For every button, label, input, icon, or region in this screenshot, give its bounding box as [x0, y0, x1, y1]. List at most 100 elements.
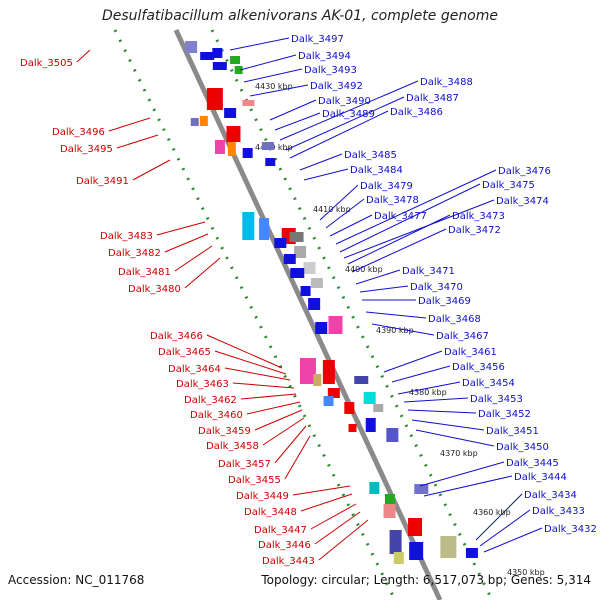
scale-tick-label: 4380 kbp: [409, 388, 447, 397]
gene-feature-forward: [227, 142, 236, 156]
gene-feature-forward: [348, 424, 357, 432]
leader-line: [224, 367, 291, 381]
gene-label-right: Dalk_3445: [506, 458, 559, 469]
gene-feature-reverse: [300, 286, 311, 296]
gene-feature-forward: [206, 88, 223, 110]
gene-label-right: Dalk_3470: [410, 282, 463, 293]
leader-line: [383, 350, 443, 373]
gene-label-left: Dalk_3466: [150, 331, 203, 342]
gene-feature-forward: [322, 360, 335, 384]
gene-feature-reverse: [274, 238, 287, 248]
gene-label-left: Dalk_3495: [60, 144, 113, 155]
leader-line: [415, 429, 495, 447]
leader-line: [300, 493, 353, 512]
gene-feature-reverse: [294, 246, 307, 258]
gene-feature-forward: [199, 116, 208, 126]
gene-label-left: Dalk_3447: [254, 525, 307, 536]
gene-feature-forward: [214, 140, 225, 154]
leader-line: [411, 419, 485, 431]
gene-label-right: Dalk_3453: [470, 394, 523, 405]
gene-feature-reverse: [354, 376, 369, 384]
gene-label-left: Dalk_3480: [128, 284, 181, 295]
gene-label-right: Dalk_3433: [532, 506, 585, 517]
gene-feature-reverse: [440, 536, 457, 558]
gene-label-right: Dalk_3452: [478, 409, 531, 420]
gene-label-right: Dalk_3473: [452, 211, 505, 222]
leader-line: [156, 221, 206, 236]
leader-line: [318, 519, 369, 561]
leader-line: [232, 382, 295, 389]
gene-feature-reverse: [308, 298, 321, 310]
gene-label-right: Dalk_3432: [544, 524, 597, 535]
gene-label-left: Dalk_3464: [168, 364, 221, 375]
gene-label-right: Dalk_3456: [452, 362, 505, 373]
genome-backbone: [173, 28, 443, 600]
leader-line: [391, 365, 451, 383]
gene-label-left: Dalk_3459: [198, 426, 251, 437]
gene-label-right: Dalk_3488: [420, 77, 473, 88]
gene-label-right: Dalk_3484: [350, 165, 403, 176]
gene-feature-forward: [259, 218, 270, 240]
gene-feature-reverse: [212, 48, 223, 58]
gene-feature-forward: [190, 118, 199, 126]
leader-line: [359, 285, 409, 293]
gene-label-left: Dalk_3457: [218, 459, 271, 470]
leader-line: [299, 153, 343, 171]
gene-feature-forward: [185, 41, 198, 53]
leader-line: [164, 233, 209, 253]
leader-line: [206, 334, 283, 369]
gene-feature-reverse: [303, 262, 316, 274]
scale-tick-label: 4350 kbp: [507, 568, 545, 577]
leader-line: [371, 323, 435, 336]
leader-line: [229, 37, 290, 51]
leader-line: [254, 409, 303, 431]
gene-feature-forward: [226, 126, 241, 142]
gene-feature-forward: [408, 518, 423, 536]
gene-label-right: Dalk_3444: [514, 472, 567, 483]
gene-label-right: Dalk_3474: [496, 196, 549, 207]
gene-feature-reverse: [414, 484, 429, 494]
gene-feature-reverse: [224, 108, 237, 118]
gene-label-left: Dalk_3463: [176, 379, 229, 390]
leader-line: [303, 168, 349, 181]
gene-label-left: Dalk_3462: [184, 395, 237, 406]
gene-label-right: Dalk_3451: [486, 426, 539, 437]
gene-label-right: Dalk_3467: [436, 331, 489, 342]
gene-label-right: Dalk_3469: [418, 296, 471, 307]
leader-line: [479, 509, 531, 547]
gene-label-right: Dalk_3493: [304, 65, 357, 76]
gene-feature-reverse: [230, 56, 241, 64]
gene-feature-reverse: [315, 322, 328, 334]
scale-tick-label: 4370 kbp: [440, 449, 478, 458]
leader-line: [76, 49, 91, 63]
gene-label-right: Dalk_3479: [360, 181, 413, 192]
leader-line: [279, 80, 419, 141]
scale-tick-label: 4390 kbp: [376, 326, 414, 335]
leader-line: [116, 134, 159, 149]
gene-label-right: Dalk_3475: [482, 180, 535, 191]
leader-line: [475, 493, 523, 541]
gene-feature-reverse: [289, 232, 304, 242]
leader-line: [240, 393, 297, 400]
gene-label-right: Dalk_3489: [322, 109, 375, 120]
gene-feature-forward: [327, 388, 340, 398]
gene-feature-forward: [409, 542, 424, 560]
leader-line: [243, 68, 303, 83]
leader-line: [347, 214, 451, 265]
leader-line: [132, 159, 171, 181]
gene-label-right: Dalk_3468: [428, 314, 481, 325]
leader-line: [407, 409, 477, 414]
gene-feature-forward: [389, 530, 402, 554]
gene-label-right: Dalk_3497: [291, 34, 344, 45]
leader-line: [314, 511, 361, 545]
gene-label-left: Dalk_3491: [76, 176, 129, 187]
leader-line: [355, 269, 401, 285]
leader-line: [269, 99, 317, 121]
gene-feature-forward: [344, 402, 355, 414]
leader-line: [284, 435, 311, 480]
gene-feature-forward: [384, 494, 395, 504]
scale-tick-label: 4360 kbp: [473, 508, 511, 517]
leader-line: [343, 199, 495, 259]
